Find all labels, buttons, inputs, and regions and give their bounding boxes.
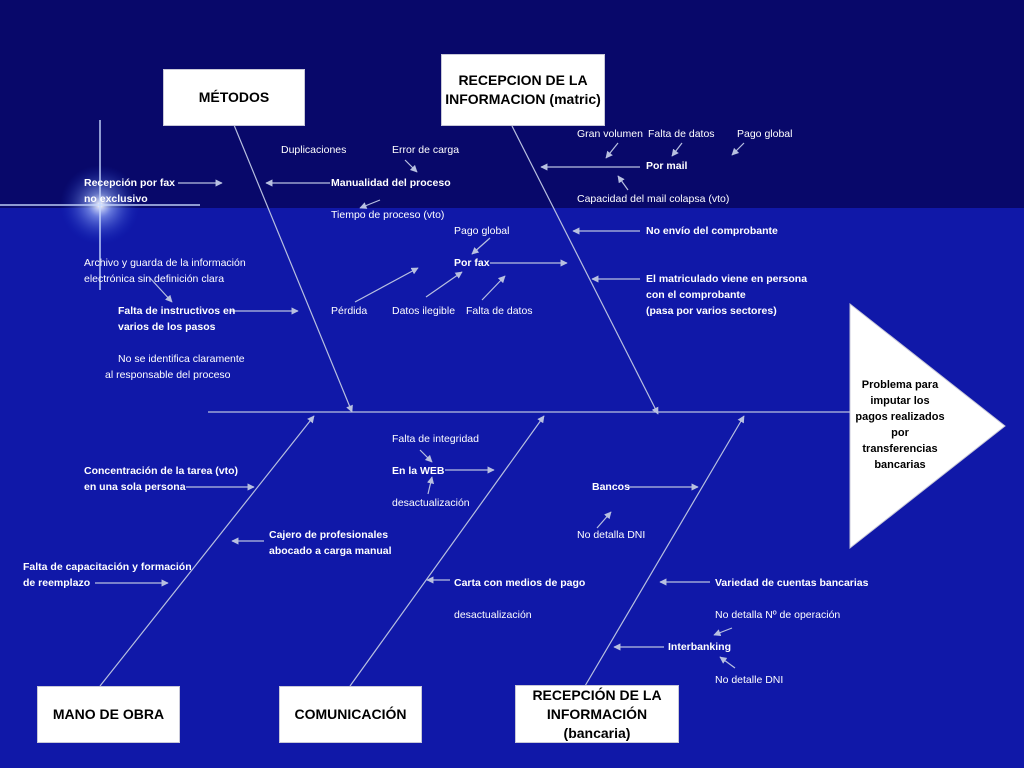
category-label: MANO DE OBRA	[52, 706, 165, 722]
cause-pago-global-mail: Pago global	[737, 128, 793, 140]
category-label: RECEPCIÓN DE LA	[532, 686, 662, 703]
cause-falta-datos-mail: Falta de datos	[648, 128, 715, 140]
effect-head	[849, 302, 1006, 550]
cause-falta-integridad: Falta de integridad	[392, 433, 479, 445]
cause-no-detalla-dni: No detalla DNI	[577, 529, 646, 541]
cause-pago-global-fax: Pago global	[454, 225, 510, 237]
cause-desactualizacion-web: desactualización	[392, 497, 470, 509]
cause-perdida: Pérdida	[331, 305, 368, 317]
category-label: COMUNICACIÓN	[294, 706, 407, 722]
effect-label: Problema para imputar los pagos realizad…	[855, 379, 945, 471]
category-label: MÉTODOS	[198, 89, 270, 105]
cause-mail-colapsa: Capacidad del mail colapsa (vto)	[577, 193, 730, 205]
bone-recepcion-bancaria	[584, 415, 745, 687]
cause-por-mail: Por mail	[646, 160, 688, 172]
category-label: RECEPCION DE LA	[458, 72, 588, 88]
cause-bancos: Bancos	[592, 481, 630, 493]
cause-error-carga: Error de carga	[392, 144, 460, 156]
cause-concentracion: Concentración de la tarea (vto)en una so…	[84, 465, 239, 493]
cause-en-la-web: En la WEB	[392, 465, 445, 477]
cause-falta-datos-fax: Falta de datos	[466, 305, 533, 317]
cause-gran-volumen: Gran volumen	[577, 128, 643, 140]
cause-variedad: Variedad de cuentas bancarias	[715, 577, 869, 589]
category-mano-obra: MANO DE OBRA	[37, 686, 180, 743]
cause-no-detalle-dni: No detalle DNI	[715, 674, 784, 686]
bone-metodos	[233, 124, 353, 413]
category-recepcion-bancaria: RECEPCIÓN DE LA INFORMACIÓN (bancaria)	[515, 685, 679, 743]
cause-duplicaciones: Duplicaciones	[281, 144, 347, 156]
cause-datos-ilegible: Datos ilegible	[392, 305, 456, 317]
cause-por-fax: Por fax	[454, 257, 490, 269]
cause-carta: Carta con medios de pago	[454, 577, 586, 589]
cause-desactualizacion-carta: desactualización	[454, 609, 532, 621]
bone-mano-obra	[99, 415, 315, 687]
category-recepcion-matric: RECEPCION DE LA INFORMACION (matric)	[441, 54, 605, 126]
cause-interbanking: Interbanking	[668, 641, 732, 653]
category-metodos: MÉTODOS	[163, 69, 305, 126]
cause-no-envio: No envío del comprobante	[646, 225, 778, 237]
category-label: INFORMACION (matric)	[445, 91, 601, 107]
category-comunicacion: COMUNICACIÓN	[279, 686, 422, 743]
category-label: INFORMACIÓN (bancaria)	[546, 705, 648, 741]
bone-comunicacion	[349, 415, 545, 687]
cause-tiempo-proceso: Tiempo de proceso (vto)	[331, 209, 445, 221]
bone-recepcion-matric	[511, 125, 659, 415]
cause-no-detalla-operacion: No detalla Nº de operación	[715, 609, 841, 621]
cause-manualidad: Manualidad del proceso	[331, 177, 451, 189]
